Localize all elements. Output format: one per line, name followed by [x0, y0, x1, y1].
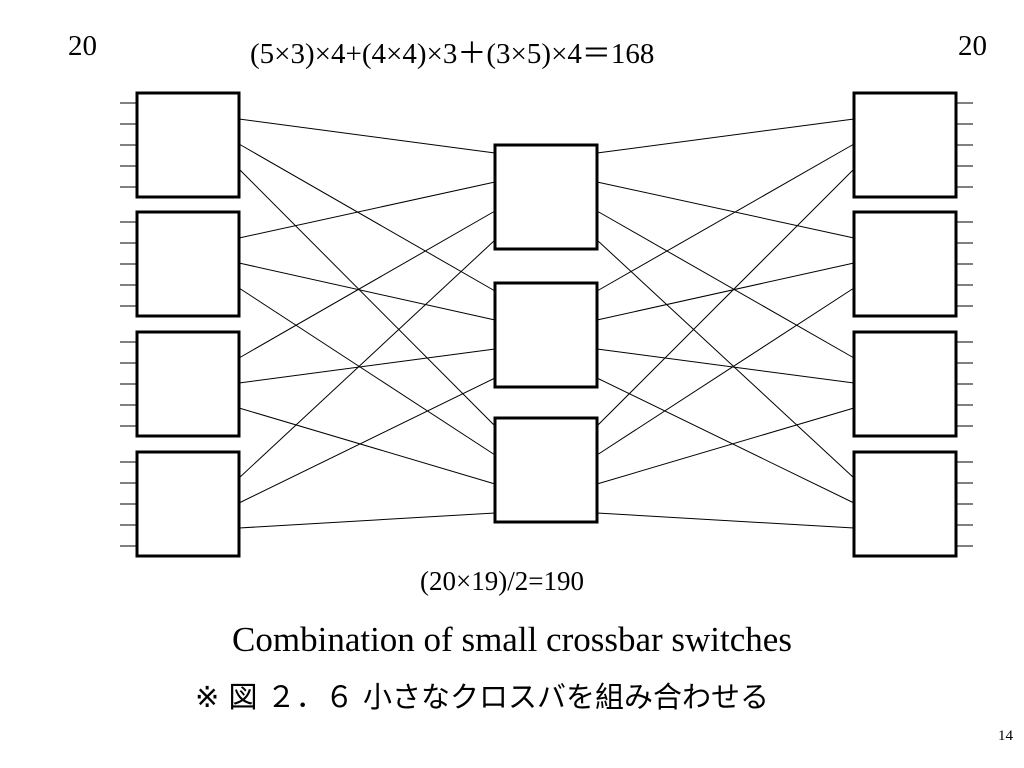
left-switch-1	[135, 91, 241, 199]
link-left-1-mid-3	[238, 168, 496, 427]
link-mid-3-right-2	[596, 287, 855, 456]
link-left-4-mid-1	[238, 239, 496, 479]
link-mid-3-right-3	[596, 407, 855, 485]
terminal-lines	[120, 102, 973, 547]
right-switch-1	[852, 91, 958, 199]
switch-boxes	[135, 91, 958, 558]
link-left-2-mid-3	[238, 287, 496, 456]
right-switch-3	[852, 330, 958, 438]
interconnect-links	[238, 118, 855, 529]
link-left-4-mid-3	[238, 512, 496, 529]
middle-switch-2	[493, 281, 599, 389]
right-switch-4	[852, 450, 958, 558]
page-number: 14	[998, 728, 1013, 744]
link-left-1-mid-1	[238, 118, 496, 154]
link-left-1-mid-2	[238, 143, 496, 292]
diagram-caption: Combination of small crossbar switches	[232, 620, 792, 659]
link-left-3-mid-3	[238, 407, 496, 485]
link-mid-1-right-2	[596, 181, 855, 239]
right-switch-2	[852, 210, 958, 318]
link-left-2-mid-1	[238, 181, 496, 239]
middle-switch-3	[493, 416, 599, 524]
crosspoint-formula-single: (20×19)/2=190	[420, 566, 584, 596]
left-switch-3	[135, 330, 241, 438]
link-mid-3-right-4	[596, 512, 855, 529]
figure-caption-japanese: ※ 図 ２．６ 小さなクロスバを組み合わせる	[195, 680, 769, 714]
left-switch-2	[135, 210, 241, 318]
link-mid-2-right-2	[596, 262, 855, 321]
right-terminal-count: 20	[958, 30, 987, 62]
link-mid-3-right-1	[596, 168, 855, 427]
left-switch-4	[135, 450, 241, 558]
link-mid-2-right-1	[596, 143, 855, 292]
link-mid-2-right-3	[596, 348, 855, 384]
crosspoint-formula-top: (5×3)×4+(4×4)×3＋(3×5)×4＝168	[250, 38, 655, 70]
link-left-2-mid-2	[238, 262, 496, 321]
link-mid-1-right-3	[596, 210, 855, 359]
left-terminal-count: 20	[68, 30, 97, 62]
link-left-4-mid-2	[238, 377, 496, 504]
link-mid-1-right-1	[596, 118, 855, 154]
link-left-3-mid-1	[238, 210, 496, 359]
link-left-3-mid-2	[238, 348, 496, 384]
middle-switch-1	[493, 143, 599, 251]
link-mid-1-right-4	[596, 239, 855, 479]
link-mid-2-right-4	[596, 377, 855, 504]
